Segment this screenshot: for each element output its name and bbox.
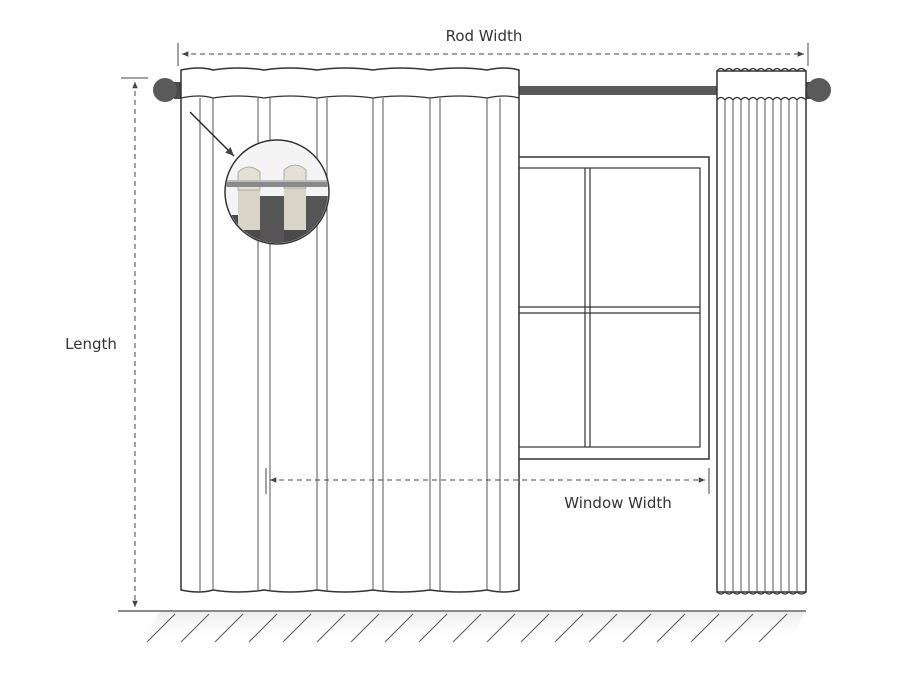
rod-width-dimension <box>177 43 809 66</box>
length-dimension <box>121 77 148 607</box>
floor-hatch-line <box>588 613 618 643</box>
floor <box>118 610 806 643</box>
grommet-detail-zoom <box>224 139 330 245</box>
floor-hatch-line <box>622 613 652 643</box>
floor-hatch-line <box>758 613 788 643</box>
floor-hatch-line <box>452 613 482 643</box>
floor-hatch-line <box>724 613 754 643</box>
floor-hatch-line <box>418 613 448 643</box>
floor-hatch-line <box>554 613 584 643</box>
floor-hatch-line <box>316 613 346 643</box>
window-width-dimension <box>265 468 710 494</box>
length-label: Length <box>65 335 117 353</box>
floor-hatch-line <box>180 613 210 643</box>
floor-hatch-line <box>520 613 550 643</box>
window <box>507 156 710 460</box>
zoom-pointer-arrow <box>189 111 235 157</box>
floor-hatch-line <box>656 613 686 643</box>
floor-hatch-line <box>146 613 176 643</box>
rod-width-label: Rod Width <box>446 27 523 45</box>
rod-finial-right <box>807 78 831 102</box>
left-curtain-panel <box>180 67 520 593</box>
floor-hatch-line <box>690 613 720 643</box>
rod-finial-left <box>153 78 177 102</box>
floor-hatch-line <box>248 613 278 643</box>
right-curtain-panel <box>716 67 807 595</box>
window-width-label: Window Width <box>564 494 672 512</box>
floor-hatch-line <box>282 613 312 643</box>
floor-hatch-line <box>350 613 380 643</box>
floor-hatch-line <box>214 613 244 643</box>
floor-hatch-line <box>384 613 414 643</box>
floor-hatch-line <box>486 613 516 643</box>
